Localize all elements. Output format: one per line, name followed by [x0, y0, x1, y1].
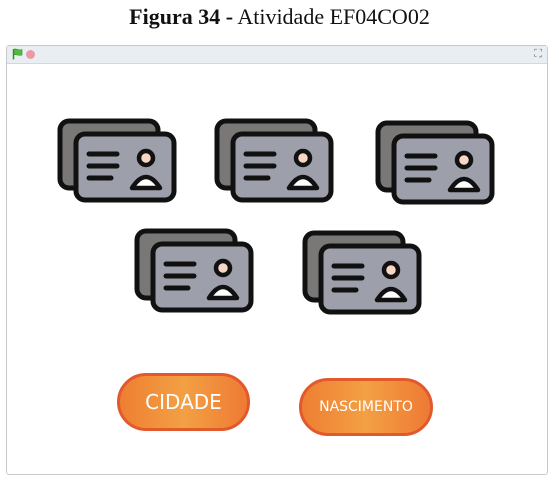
id-card-1[interactable]: [57, 118, 179, 204]
fullscreen-icon[interactable]: ⛶: [534, 47, 542, 60]
stage-frame: ⛶: [6, 45, 548, 475]
cidade-button[interactable]: CIDADE: [117, 373, 250, 431]
stage-header: ⛶: [7, 46, 547, 64]
id-card-icon: [134, 228, 256, 314]
id-card-5[interactable]: [302, 230, 424, 316]
caption-bold: Figura 34 -: [129, 4, 234, 29]
caption-text: Atividade EF04CO02: [233, 4, 430, 29]
id-card-icon: [302, 230, 424, 316]
id-card-icon: [375, 120, 497, 206]
id-card-icon: [214, 118, 336, 204]
id-card-4[interactable]: [134, 228, 256, 314]
id-card-icon: [57, 118, 179, 204]
id-card-2[interactable]: [214, 118, 336, 204]
id-card-3[interactable]: [375, 120, 497, 206]
stop-icon[interactable]: [26, 50, 35, 59]
nascimento-button[interactable]: NASCIMENTO: [299, 378, 433, 436]
green-flag-icon[interactable]: [12, 48, 23, 60]
figure-caption: Figura 34 - Atividade EF04CO02: [0, 4, 559, 30]
